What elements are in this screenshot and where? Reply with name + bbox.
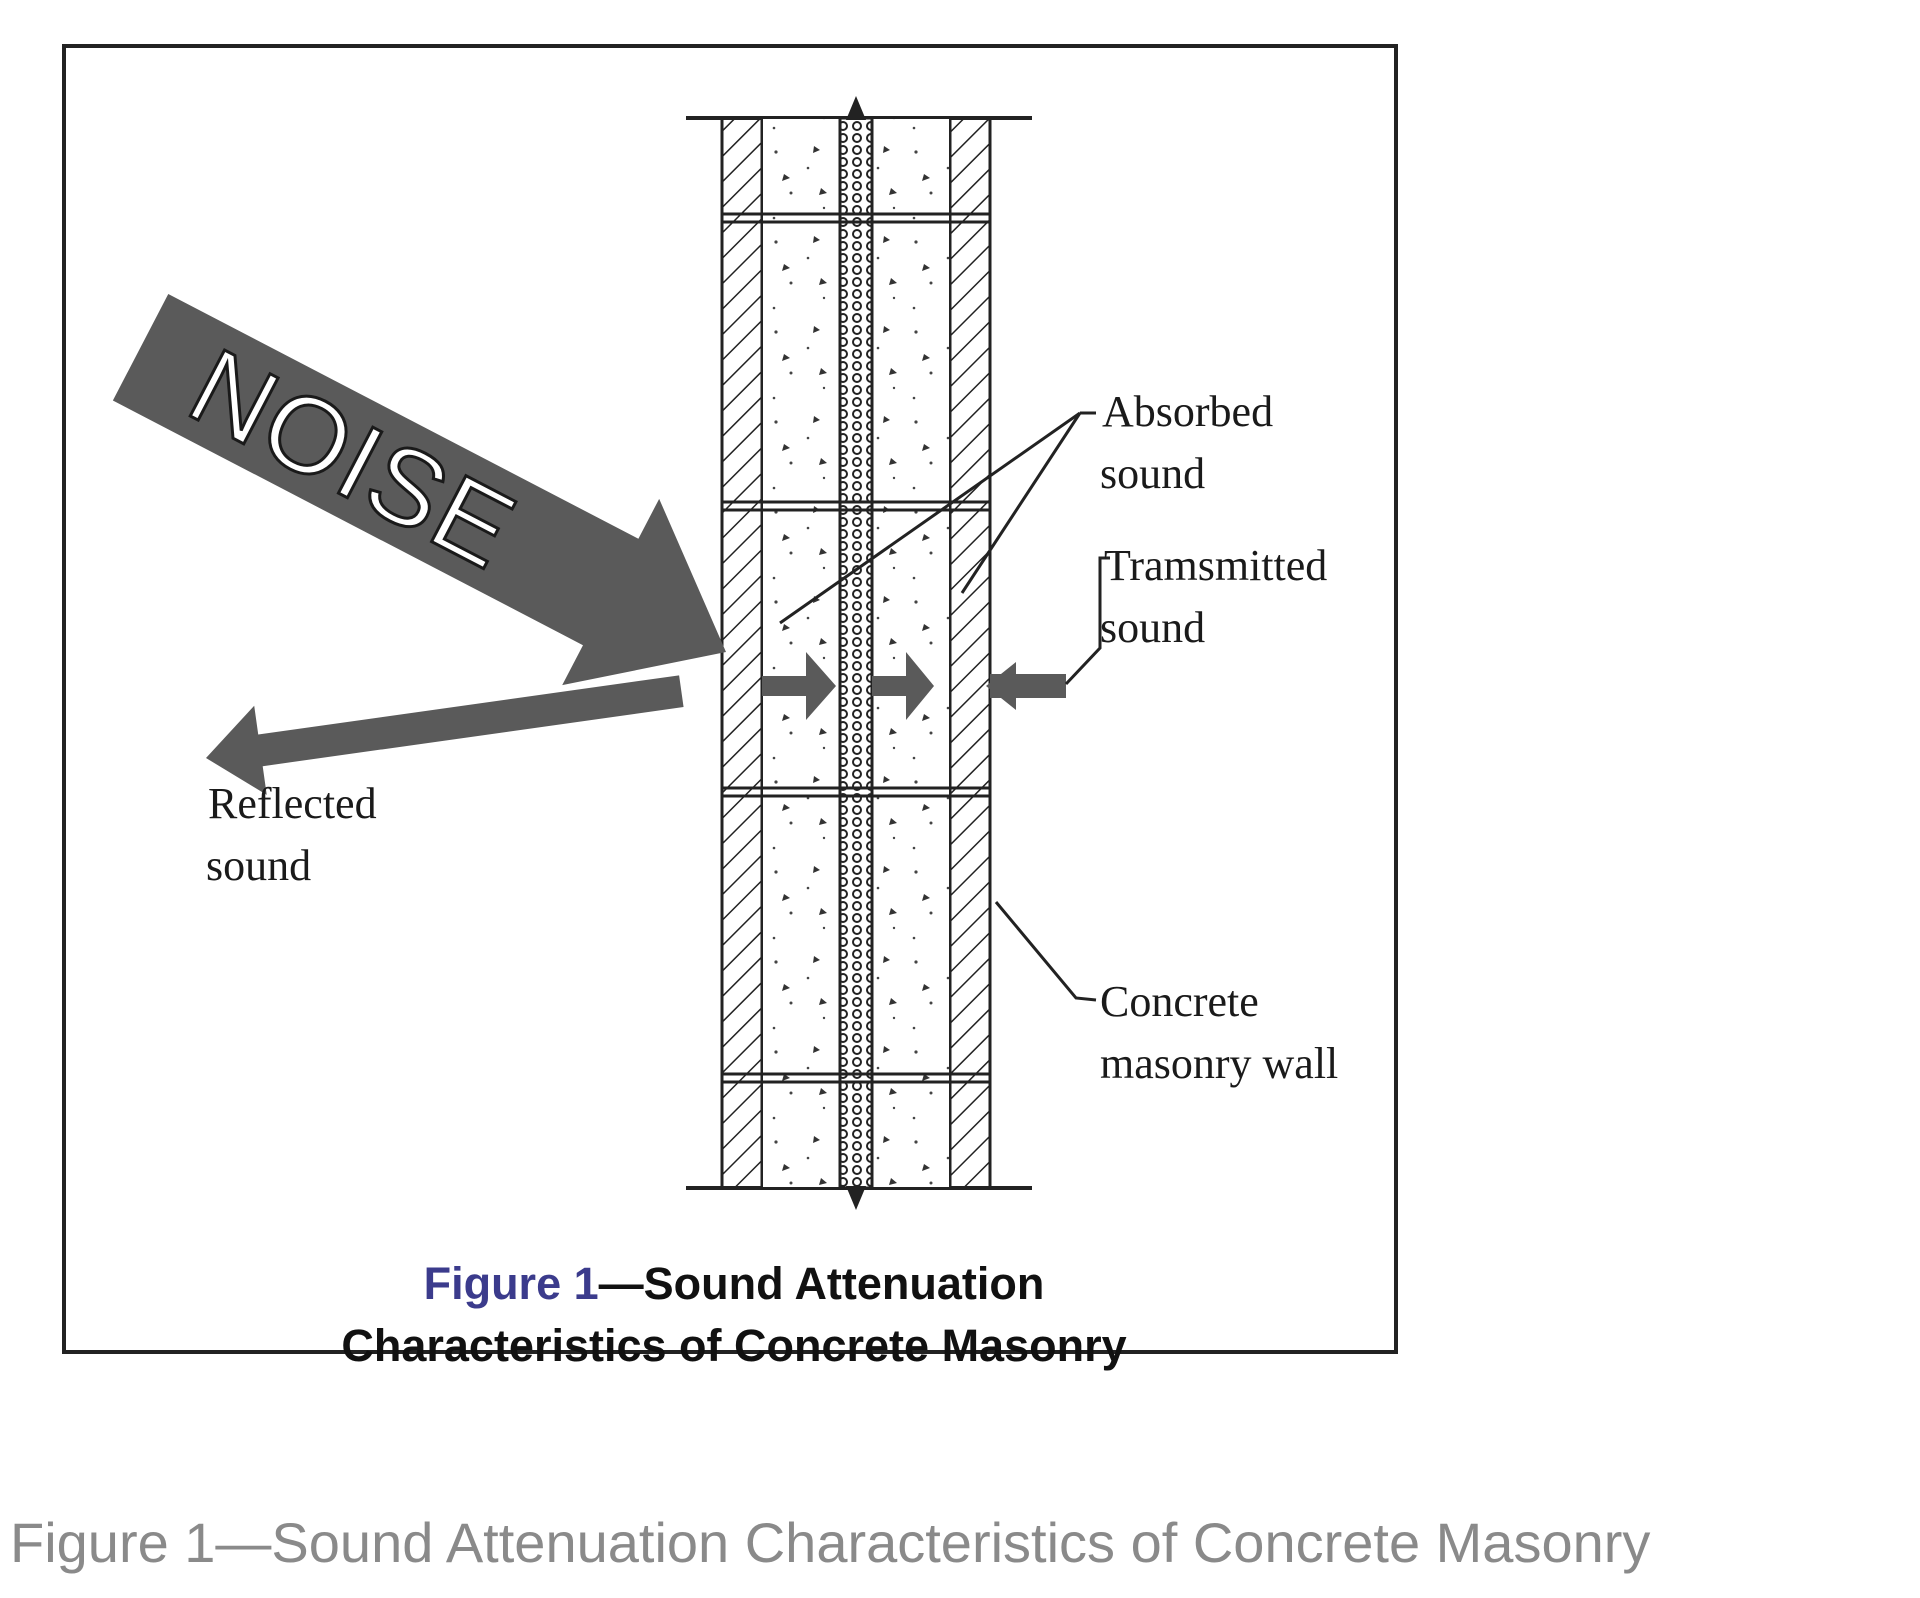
outer-figure-caption: Figure 1—Sound Attenuation Characteristi… bbox=[10, 1511, 1651, 1574]
inner-caption-title-part1: —Sound Attenuation bbox=[598, 1258, 1045, 1309]
reflected-label-line1: Reflected bbox=[208, 779, 377, 828]
masonry-wall bbox=[686, 96, 1032, 1210]
noise-arrow: NOISE bbox=[112, 294, 726, 686]
absorbed-label-line1: Absorbed bbox=[1102, 387, 1273, 436]
sound-attenuation-diagram: NOISE Absorbed sound Tramsmitted sound R… bbox=[112, 96, 1338, 1210]
inner-figure-caption: Figure 1—Sound Attenuation Characteristi… bbox=[66, 1253, 1402, 1377]
transmitted-label-line2: sound bbox=[1100, 603, 1205, 652]
inner-caption-line2: Characteristics of Concrete Masonry bbox=[341, 1320, 1127, 1371]
transmitted-label-line1: Tramsmitted bbox=[1104, 541, 1327, 590]
reflected-arrow bbox=[206, 675, 684, 795]
leader-lines bbox=[779, 411, 1110, 1002]
inner-caption-line1: Figure 1—Sound Attenuation bbox=[66, 1253, 1402, 1315]
absorbed-label-line2: sound bbox=[1100, 449, 1205, 498]
transmitted-arrows bbox=[762, 652, 1066, 720]
figure-number: Figure 1 bbox=[423, 1258, 599, 1309]
wall-label-line2: masonry wall bbox=[1100, 1039, 1338, 1088]
wall-label-line1: Concrete bbox=[1100, 977, 1259, 1026]
figure-frame: NOISE Absorbed sound Tramsmitted sound R… bbox=[62, 44, 1398, 1371]
noise-label: NOISE bbox=[172, 325, 535, 592]
reflected-label-line2: sound bbox=[206, 841, 311, 890]
